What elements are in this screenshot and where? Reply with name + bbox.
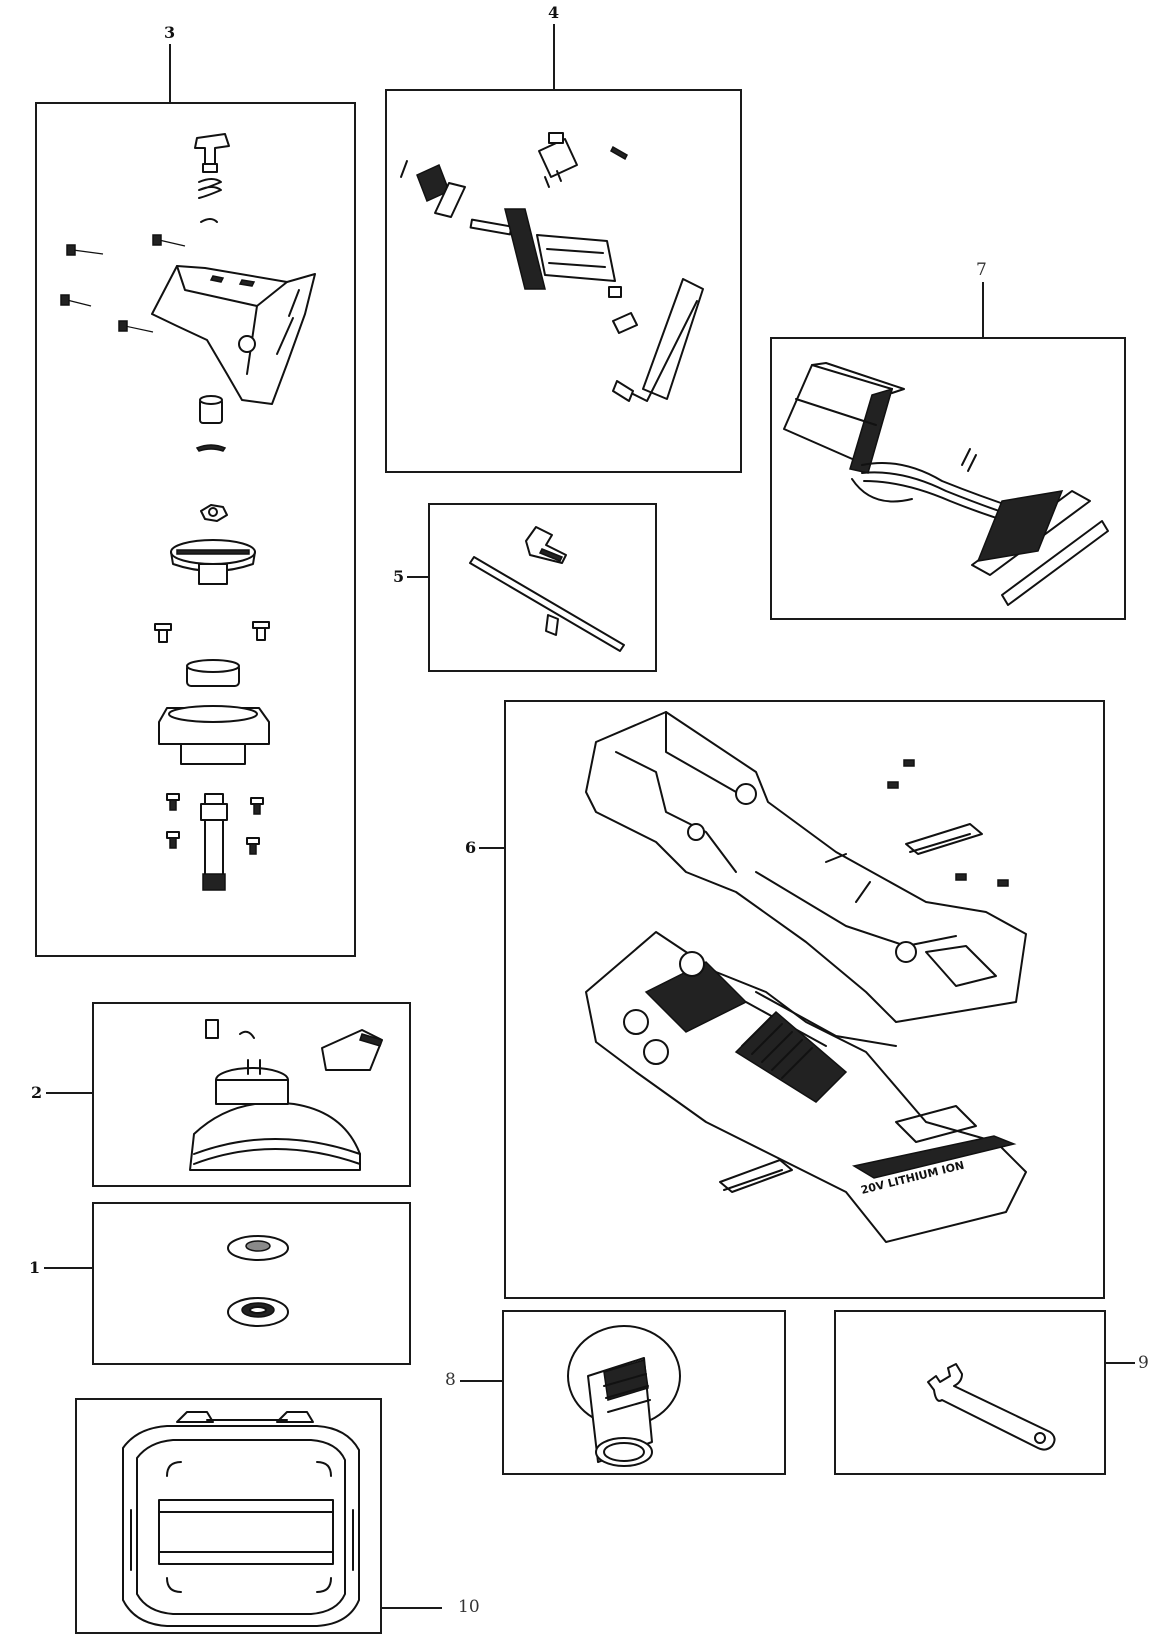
leader-7 <box>982 282 984 337</box>
wheel-guard-view <box>94 1004 413 1189</box>
pin-wrench-view <box>836 1312 1108 1477</box>
stator-pcb-view <box>772 339 1128 622</box>
callout-5: 5 <box>393 567 405 586</box>
box-gear-head-assembly[interactable] <box>35 102 356 957</box>
callout-3: 3 <box>164 23 176 42</box>
callout-1: 1 <box>29 1258 41 1277</box>
gear-head-exploded-view <box>37 104 358 959</box>
switch-rod-view <box>430 505 659 674</box>
callout-4: 4 <box>548 3 560 22</box>
callout-2: 2 <box>31 1083 43 1102</box>
leader-9 <box>1105 1362 1135 1364</box>
callout-8: 8 <box>445 1370 456 1390</box>
flange-set-view <box>94 1204 413 1367</box>
leader-4 <box>553 24 555 90</box>
side-handle-view <box>504 1312 788 1477</box>
box-flange-set[interactable] <box>92 1202 411 1365</box>
box-wheel-guard[interactable] <box>92 1002 411 1187</box>
callout-9: 9 <box>1138 1353 1149 1373</box>
leader-3 <box>169 44 171 102</box>
box-housing-halves[interactable]: 20V LITHIUM ION <box>504 700 1105 1299</box>
callout-10: 10 <box>458 1597 480 1617</box>
box-motor-assembly[interactable] <box>385 89 742 473</box>
box-switch-rod[interactable] <box>428 503 657 672</box>
leader-10 <box>382 1607 442 1609</box>
leader-1 <box>44 1267 93 1269</box>
box-pin-wrench[interactable] <box>834 1310 1106 1475</box>
housing-halves-view: 20V LITHIUM ION <box>506 702 1107 1301</box>
carry-case-view <box>77 1400 384 1636</box>
callout-6: 6 <box>465 838 477 857</box>
callout-7: 7 <box>976 260 987 280</box>
leader-5 <box>407 576 429 578</box>
leader-6 <box>479 847 505 849</box>
box-carry-case[interactable] <box>75 1398 382 1634</box>
leader-8 <box>460 1380 503 1382</box>
box-side-handle[interactable] <box>502 1310 786 1475</box>
motor-exploded-view <box>387 91 744 475</box>
leader-2 <box>46 1092 93 1094</box>
box-stator-pcb-assembly[interactable] <box>770 337 1126 620</box>
